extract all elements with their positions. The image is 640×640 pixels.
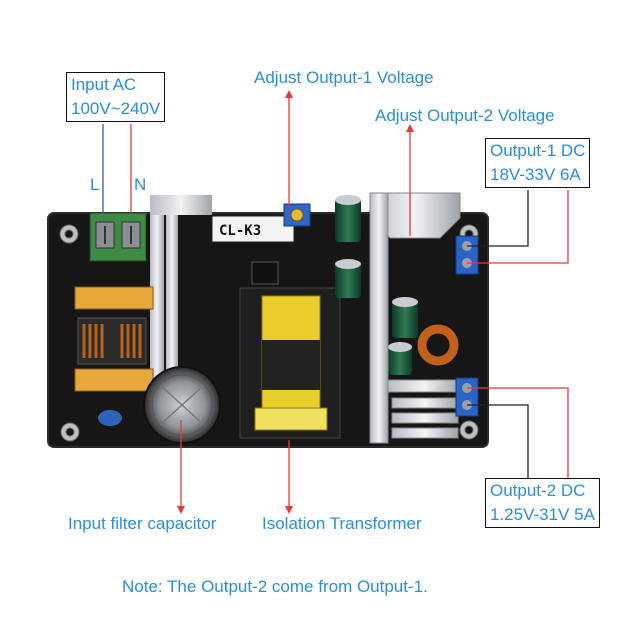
output-2-title: Output-2 DC — [490, 481, 586, 500]
y-capacitor — [98, 410, 122, 426]
isolation-transformer-label: Isolation Transformer — [262, 514, 422, 533]
output-2-leader-black — [467, 404, 529, 480]
x-capacitor-1 — [74, 286, 154, 310]
input-ac-range: 100V~240V — [71, 99, 161, 118]
output-2-spec: 1.25V-31V 5A — [490, 505, 595, 524]
input-ac-title: Input AC — [71, 75, 137, 94]
input-terminal-block — [89, 212, 147, 262]
board-marking-text: CL-K3 — [219, 223, 261, 239]
output-capacitor-4 — [388, 345, 412, 375]
right-heatsink-top — [369, 192, 461, 444]
output-1-terminal — [455, 235, 479, 275]
toroid-inductor — [417, 324, 459, 366]
adjust-output-1-label: Adjust Output-1 Voltage — [254, 68, 434, 87]
ic-chip — [251, 261, 279, 285]
input-filter-capacitor-label: Input filter capacitor — [68, 514, 217, 533]
output-1-leader-black — [467, 190, 529, 247]
output-capacitor-1 — [335, 198, 361, 242]
output-1-title: Output-1 DC — [490, 141, 586, 160]
output-2-terminal — [455, 377, 479, 417]
output-2-box: Output-2 DC 1.25V-31V 5A — [485, 478, 600, 528]
terminal-label-n: N — [134, 175, 147, 194]
input-filter-capacitor — [143, 366, 221, 444]
note-text: Note: The Output-2 come from Output-1. — [122, 577, 428, 596]
common-mode-choke — [77, 317, 147, 365]
x-capacitor-2 — [74, 368, 154, 392]
input-ac-box: Input AC 100V~240V — [66, 72, 166, 122]
output-capacitor-3 — [392, 300, 418, 338]
isolation-transformer — [239, 287, 341, 439]
board-marking-plate — [211, 215, 295, 243]
terminal-label-l: L — [90, 175, 100, 194]
output-capacitor-2 — [335, 262, 361, 298]
right-heatsink-bottom — [387, 379, 461, 439]
output-1-leader-red — [467, 190, 569, 264]
output-1-box: Output-1 DC 18V-33V 6A — [485, 138, 591, 188]
output-2-leader-red — [467, 387, 569, 480]
adjust-output-2-label: Adjust Output-2 Voltage — [375, 106, 555, 125]
output-1-spec: 18V-33V 6A — [490, 165, 581, 184]
